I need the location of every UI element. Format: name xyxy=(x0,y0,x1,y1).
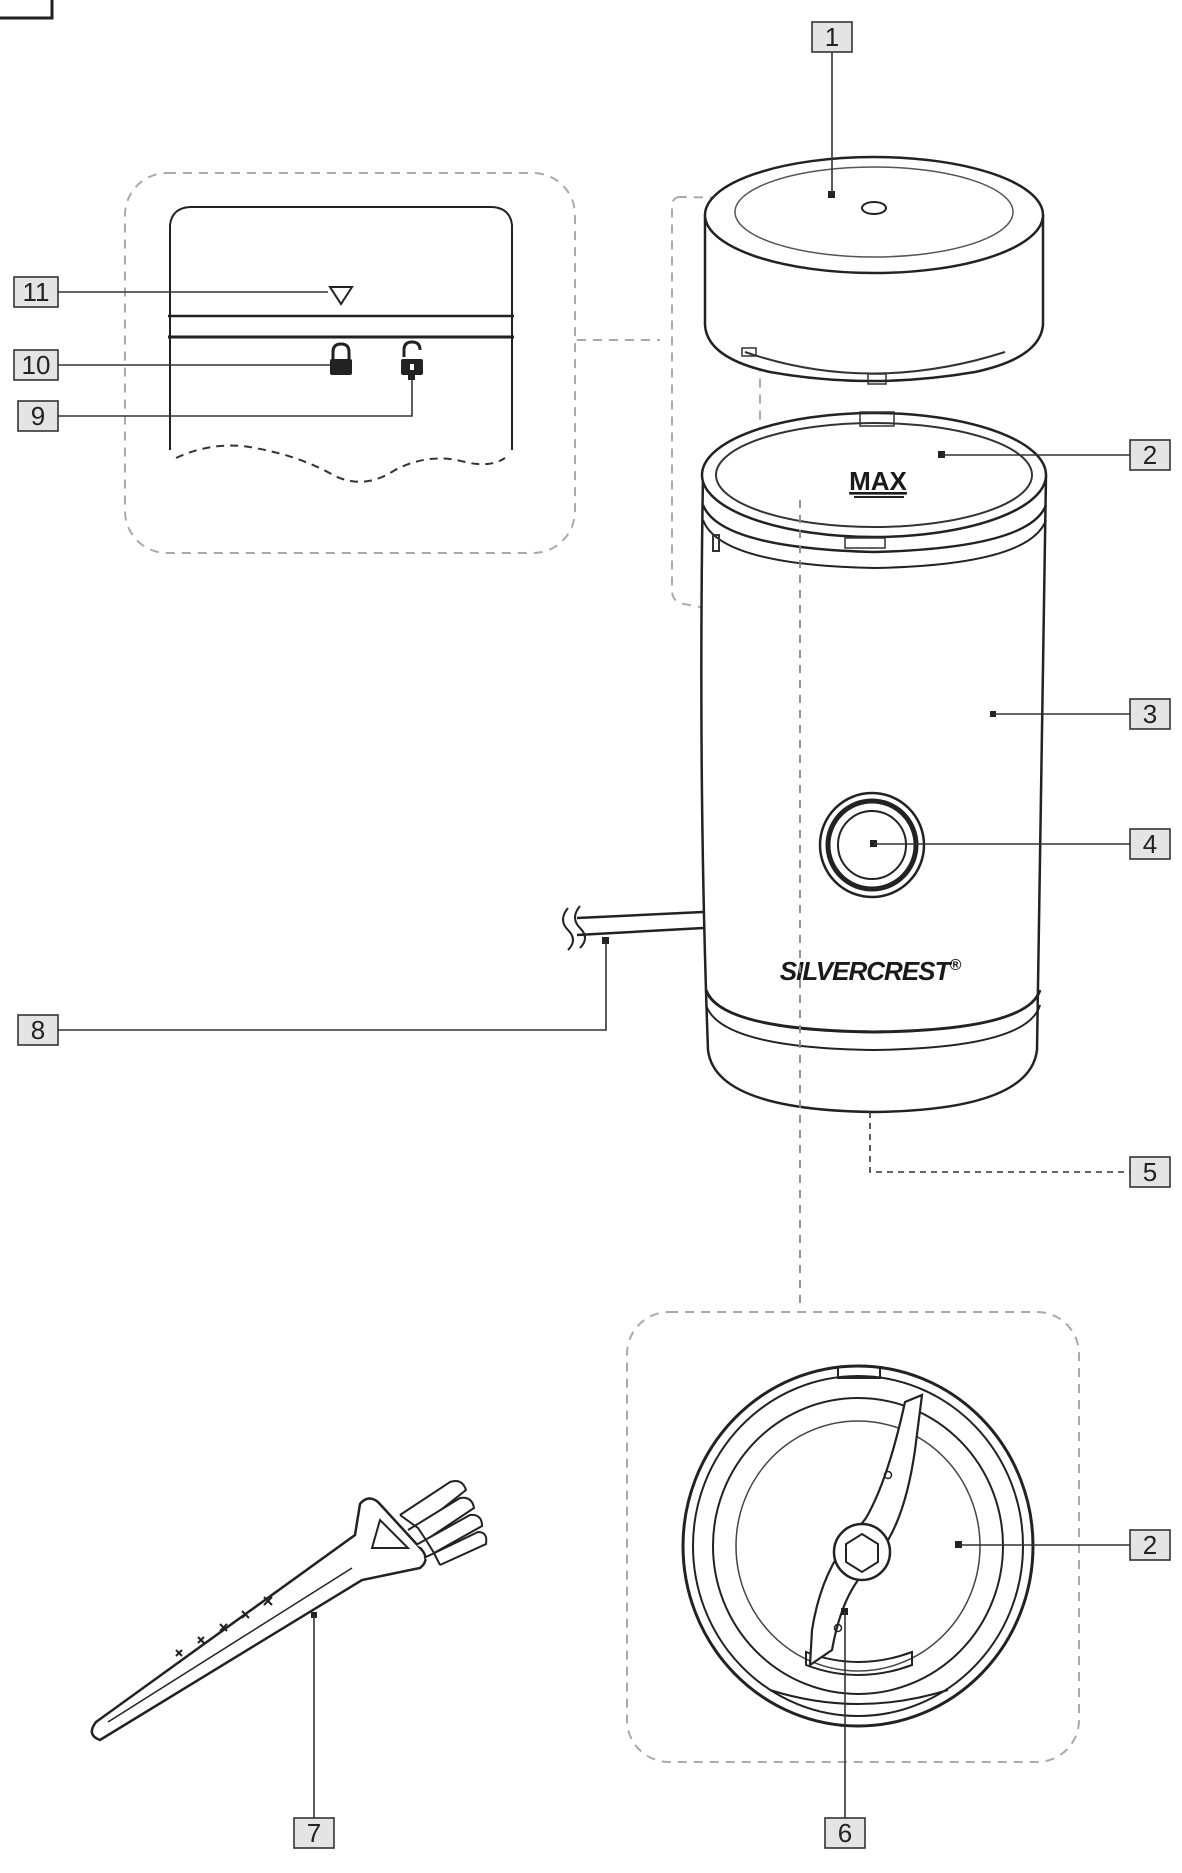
callout-4: 4 xyxy=(1129,828,1171,860)
lock-detail-view xyxy=(58,172,576,554)
brush-handle-inner xyxy=(107,1567,353,1723)
callout-2a: 2 xyxy=(1129,439,1171,471)
power-cord xyxy=(58,905,704,1031)
dot-2a xyxy=(938,451,945,458)
dot-1 xyxy=(828,191,835,198)
grinder-body: MAX SILVERCREST® xyxy=(700,411,1130,1114)
body-side-notch xyxy=(844,537,886,549)
callout-9-label: 9 xyxy=(31,401,45,431)
callout-10-label: 10 xyxy=(22,350,51,380)
callout-6: 6 xyxy=(824,1817,866,1849)
leader-8 xyxy=(58,941,607,1031)
dot-9 xyxy=(408,373,415,380)
bowl-rim-inner xyxy=(715,422,1033,528)
dot-4 xyxy=(870,840,877,847)
cleaning-brush xyxy=(90,1480,488,1818)
callout-7-label: 7 xyxy=(307,1818,321,1848)
bowl-bottom-notch xyxy=(805,1650,913,1676)
bowl-notch xyxy=(859,411,895,427)
body-side-marker xyxy=(712,534,720,552)
blade-hole-top xyxy=(883,1470,893,1480)
triangle-marker-icon xyxy=(328,286,354,306)
blade-dashed-frame xyxy=(626,1311,1080,1763)
callout-8: 8 xyxy=(17,1014,59,1046)
leader-9 xyxy=(58,377,413,417)
callout-3-label: 3 xyxy=(1143,699,1157,729)
callout-5: 5 xyxy=(1129,1156,1171,1188)
blade-hole-bottom xyxy=(833,1623,843,1633)
callout-5-label: 5 xyxy=(1143,1157,1157,1187)
dot-2b xyxy=(955,1541,962,1548)
lid xyxy=(703,50,1045,385)
callout-10: 10 xyxy=(13,349,59,381)
bowl-rim-outer xyxy=(700,411,1048,539)
detail-break-line xyxy=(175,444,506,483)
callout-2b: 2 xyxy=(1129,1529,1171,1561)
dot-8 xyxy=(602,937,609,944)
base-band-1 xyxy=(704,989,1042,1034)
lid-vent-hole xyxy=(861,201,887,215)
brush-bristles xyxy=(399,1480,488,1566)
callout-11-label: 11 xyxy=(23,277,50,307)
dot-6 xyxy=(841,1608,848,1615)
blade-detail-view xyxy=(626,1311,1130,1818)
callout-1: 1 xyxy=(811,21,853,53)
bowl-top-notch xyxy=(837,1368,881,1379)
callout-8-label: 8 xyxy=(31,1015,45,1045)
cord-top-line xyxy=(576,910,704,920)
cord-break-1 xyxy=(562,907,574,951)
callout-11: 11 xyxy=(13,276,59,308)
brush-head-window xyxy=(370,1518,411,1549)
bowl-bottom-lip xyxy=(769,1689,949,1705)
blade-hub xyxy=(832,1522,892,1582)
callout-2a-label: 2 xyxy=(1143,440,1157,470)
cord-bottom-line xyxy=(576,926,704,937)
dot-3 xyxy=(990,711,996,717)
blade-bowl-floor xyxy=(735,1420,981,1672)
leader-5 xyxy=(869,1112,1130,1173)
callout-1-label: 1 xyxy=(825,22,839,52)
blade-nut xyxy=(845,1532,879,1574)
brand-mark: ® xyxy=(949,957,961,974)
bowl-lower-band-2 xyxy=(702,519,1047,570)
locked-padlock-icon xyxy=(330,342,352,375)
lid-tab-left xyxy=(741,347,757,357)
detail-dashed-frame xyxy=(124,172,576,554)
unlocked-padlock-icon xyxy=(401,340,423,375)
base-band-2 xyxy=(705,1004,1041,1052)
callout-2b-label: 2 xyxy=(1143,1530,1157,1560)
brand-logo: SILVERCREST® xyxy=(780,956,962,986)
callout-7: 7 xyxy=(293,1817,335,1849)
blade-bowl-outer-2 xyxy=(692,1375,1024,1717)
corner-frame xyxy=(0,0,54,20)
max-marking: MAX xyxy=(849,466,907,496)
blade-bowl-inner xyxy=(712,1397,1004,1695)
cord-break-2 xyxy=(574,905,586,949)
callout-9: 9 xyxy=(17,400,59,432)
brush-grip-marks xyxy=(175,1596,273,1657)
callout-6-label: 6 xyxy=(838,1818,852,1848)
callout-4-label: 4 xyxy=(1143,829,1157,859)
lid-tab-right xyxy=(867,373,887,385)
brand-name: SILVERCREST xyxy=(780,956,953,986)
detail-housing xyxy=(169,206,513,450)
callout-3: 3 xyxy=(1129,698,1171,730)
lid-top-inner xyxy=(734,166,1014,258)
bowl-lower-band xyxy=(701,504,1048,554)
